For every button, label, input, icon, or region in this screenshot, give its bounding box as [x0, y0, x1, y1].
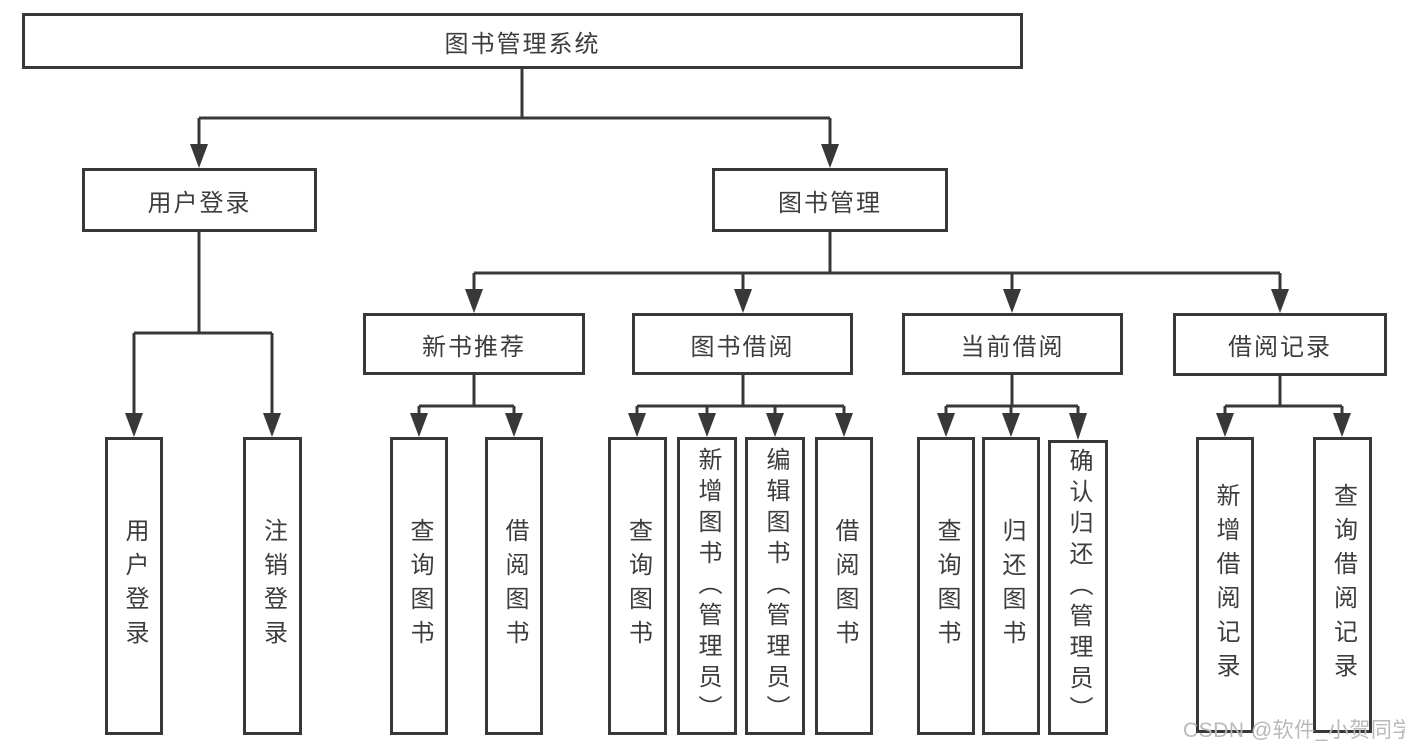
node-leaf-return-books: 归还图书: [982, 437, 1040, 735]
node-borrowing-records: 借阅记录: [1173, 313, 1387, 376]
node-current-borrowing: 当前借阅: [902, 313, 1123, 375]
node-leaf-borrow-books-borrowing: 借阅图书: [815, 437, 873, 735]
node-leaf-logout: 注销登录: [243, 437, 302, 735]
node-new-book-recommendation: 新书推荐: [363, 313, 585, 375]
node-leaf-edit-book-admin: 编辑图书（管理员）: [745, 437, 805, 735]
node-leaf-confirm-return-admin: 确认归还（管理员）: [1048, 440, 1108, 735]
node-leaf-user-login: 用户登录: [105, 437, 163, 735]
node-leaf-add-book-admin: 新增图书（管理员）: [677, 437, 737, 735]
node-leaf-borrow-books-recommend: 借阅图书: [485, 437, 543, 735]
node-leaf-query-books-recommend: 查询图书: [390, 437, 448, 735]
node-leaf-query-books-borrowing: 查询图书: [608, 437, 667, 735]
node-book-management: 图书管理: [712, 168, 948, 232]
arrowheads: [125, 144, 1351, 440]
node-user-login: 用户登录: [82, 168, 317, 232]
node-leaf-add-borrow-record: 新增借阅记录: [1196, 437, 1254, 733]
node-leaf-query-borrow-record: 查询借阅记录: [1313, 437, 1372, 733]
node-leaf-query-books-current: 查询图书: [917, 437, 975, 735]
csdn-watermark: CSDN @软件_小贺同学: [1183, 719, 1405, 742]
node-library-management-system: 图书管理系统: [22, 13, 1023, 69]
node-book-borrowing: 图书借阅: [632, 313, 853, 375]
